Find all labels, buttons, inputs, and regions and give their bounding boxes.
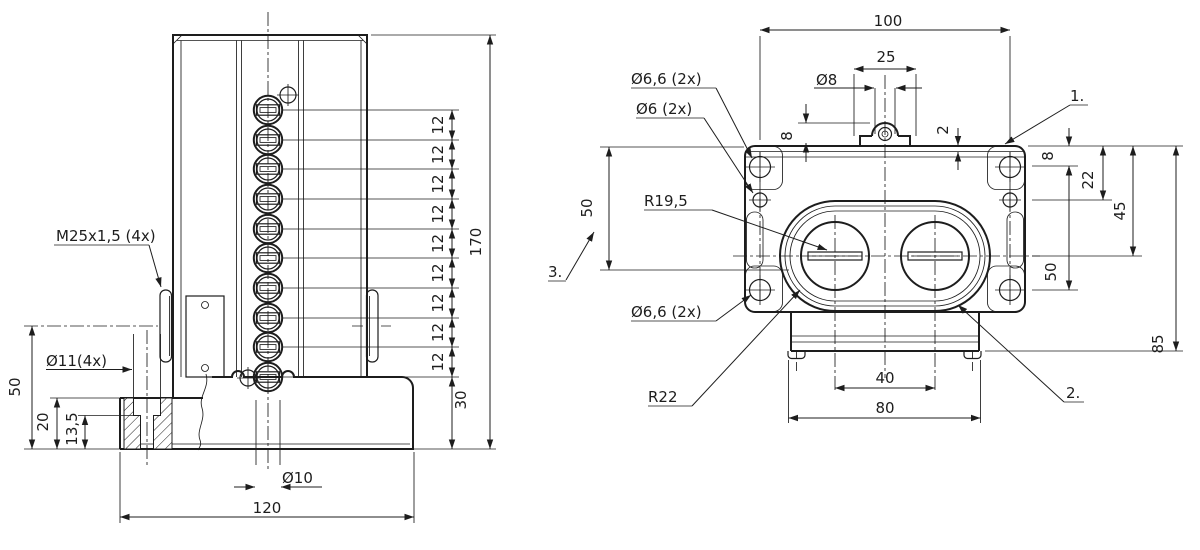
- dim-50-right-label: 50: [1042, 262, 1060, 281]
- gland-flange-right: [365, 289, 379, 363]
- mount-hole-bottom-left: [744, 274, 776, 306]
- note-1: 1.: [1070, 87, 1084, 105]
- pitch-label: 12: [429, 323, 447, 342]
- rating-plate: [185, 295, 225, 378]
- ear-top-left: [745, 146, 783, 190]
- small-hole-right: [998, 188, 1022, 212]
- note-3-leader: [565, 231, 595, 281]
- dim-45-label: 45: [1111, 201, 1129, 220]
- gland-flange-left: [159, 289, 173, 363]
- radius-inner-label: R19,5: [644, 192, 688, 210]
- ear-bottom-left: [745, 265, 783, 312]
- pitch-label: 12: [429, 115, 447, 134]
- pitch-label: 12: [429, 145, 447, 164]
- note-2-leader: [957, 304, 1065, 403]
- note-2: 2.: [1066, 384, 1080, 402]
- hole-66-bottom-label: Ø6,6 (2x): [631, 303, 702, 321]
- hole-6-label: Ø6 (2x): [636, 100, 692, 118]
- dim-30-label: 30: [452, 390, 470, 409]
- side-slot-right: [1006, 211, 1024, 269]
- hole-10-label: Ø10: [282, 469, 313, 487]
- pitch-label: 12: [429, 293, 447, 312]
- ear-bottom-right: [987, 265, 1025, 312]
- gland-opening-right: [900, 221, 970, 291]
- plate-screw-top: [201, 301, 209, 309]
- ground-lug: [859, 122, 911, 146]
- foot-right: [963, 351, 982, 360]
- dim-22-label: 22: [1079, 170, 1097, 189]
- lower-bracket: [787, 312, 982, 371]
- radius-inner-leader: [711, 209, 828, 251]
- dim-d8-label: Ø8: [816, 71, 837, 89]
- side-slot-left: [746, 211, 764, 269]
- mount-hole-top-left: [744, 151, 776, 183]
- hole-66-top-leader: [715, 87, 753, 159]
- foot-left: [787, 351, 806, 360]
- dim-170-label: 170: [467, 228, 485, 257]
- dim-lug8-label: 8: [778, 131, 796, 141]
- dim-8-right-label: 8: [1039, 151, 1057, 161]
- thread-label: M25x1,5 (4x): [56, 227, 156, 245]
- ear-top-right: [987, 146, 1025, 190]
- pitch-label: 12: [429, 234, 447, 253]
- pitch-label: 12: [429, 174, 447, 193]
- dim-80-label: 80: [875, 399, 894, 417]
- dim-20-label: 20: [34, 412, 52, 431]
- hole-11-label: Ø11(4x): [46, 352, 107, 370]
- dim-25-label: 25: [876, 48, 895, 66]
- corner-chamfers: [172, 34, 368, 45]
- foot-top-contour: [212, 370, 367, 378]
- dim-50-label: 50: [6, 377, 24, 396]
- pitch-label: 12: [429, 204, 447, 223]
- pitch-label: 12: [429, 352, 447, 371]
- dim-50-left-label: 50: [578, 198, 596, 217]
- pitch-label: 12: [429, 263, 447, 282]
- body-outline: [172, 34, 368, 398]
- note-3: 3.: [548, 263, 562, 281]
- top-rail-lines: [746, 151, 1024, 158]
- hole-66-bottom-leader: [715, 294, 752, 322]
- hole-66-top-label: Ø6,6 (2x): [631, 70, 702, 88]
- dim-40-label: 40: [875, 369, 894, 387]
- thread-leader: [148, 244, 162, 288]
- note-1-leader: [1004, 104, 1071, 145]
- break-line: [197, 373, 208, 451]
- dim-13-5-label: 13,5: [63, 412, 81, 445]
- radius-outer-leader: [691, 289, 801, 407]
- dim-lip2-label: 2: [934, 125, 952, 135]
- mount-hole-bottom-right: [994, 274, 1026, 306]
- dim-100-label: 100: [874, 12, 903, 30]
- pitch-extension-lines: [283, 109, 459, 378]
- bottom-hole-lines: [255, 400, 281, 465]
- dim-120-label: 120: [253, 499, 282, 517]
- dim-85-label: 85: [1149, 334, 1167, 353]
- radius-outer-label: R22: [648, 388, 678, 406]
- hatch-section: [123, 397, 173, 450]
- oval-boss-outer: [779, 200, 991, 312]
- mount-hole-top-right: [994, 151, 1026, 183]
- side-view: 12 12 12 12 12 12 12 12 12 30 170 120 50…: [6, 12, 496, 523]
- gland-opening-left: [800, 221, 870, 291]
- hole-6-leader: [703, 117, 754, 194]
- body-panel-lines: [180, 40, 362, 377]
- front-view: 100 25 Ø8 8 2 50 3. 8 22 45 50: [548, 12, 1183, 423]
- plate-screw-bottom: [201, 364, 209, 372]
